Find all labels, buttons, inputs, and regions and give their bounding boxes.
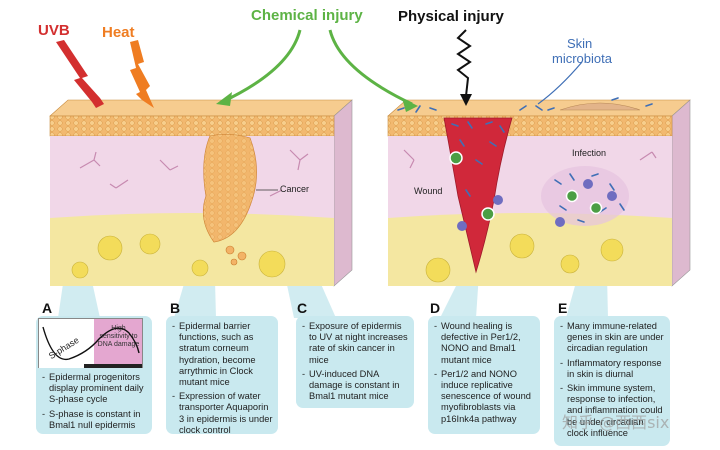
s-phase-curve — [42, 326, 140, 361]
infection-site — [541, 166, 629, 227]
panel-b: Epidermal barrier functions, such as str… — [166, 316, 278, 436]
uvb-label: UVB — [38, 22, 70, 39]
panel-letter-a: A — [42, 300, 53, 316]
left-skin-block — [49, 99, 353, 287]
panel-c: Exposure of epidermis to UV at night inc… — [296, 316, 414, 408]
immune-cells-wound — [449, 151, 503, 231]
panel-e: Many immune-related genes in skin are un… — [554, 316, 670, 446]
panel-e-item-3: Skin immune system, response to infectio… — [560, 383, 665, 439]
panel-letter-b: B — [170, 300, 181, 316]
wound-bacteria — [451, 121, 505, 197]
physical-injury-label: Physical injury — [398, 8, 504, 25]
uvb-zigzag-arrow — [56, 40, 104, 108]
heat-zigzag-arrow — [130, 40, 154, 108]
microbiota-label-line1: Skin — [567, 36, 593, 51]
panel-letter-e: E — [558, 300, 568, 316]
panel-b-item-2: Expression of water transporter Aquapori… — [172, 391, 273, 436]
dermal-fibroblasts — [79, 149, 309, 197]
heat-label: Heat — [102, 24, 135, 41]
chemical-arrows — [221, 29, 413, 106]
infection-label: Infection — [572, 148, 607, 158]
chemical-injury-label: Chemical injury — [251, 7, 363, 24]
panel-a-item-1: Epidermal progenitors display prominent … — [42, 372, 147, 406]
microbiota-pointer — [537, 61, 583, 105]
s-phase-graph: High sensitivity to DNA damage S-phase — [38, 318, 143, 368]
fat-cells — [71, 233, 286, 279]
panel-d: Wound healing is defective in Per1/2, NO… — [428, 316, 540, 434]
fat-cells-right — [425, 233, 624, 283]
dermal-fibroblasts-right — [403, 149, 657, 169]
panel-c-item-2: UV-induced DNA damage is constant in Bma… — [302, 369, 409, 403]
wound-label: Wound — [414, 186, 443, 196]
panel-letter-d: D — [430, 300, 441, 316]
watermark: 知乎 @西西six — [562, 413, 670, 432]
day-night-bar — [39, 364, 142, 368]
panel-letter-c: C — [297, 300, 308, 316]
cancer-label: Cancer — [280, 184, 310, 194]
panel-e-item-2: Inflammatory response in skin is diurnal — [560, 358, 665, 380]
panel-e-item-1: Many immune-related genes in skin are un… — [560, 321, 665, 355]
panel-a-item-2: S-phase is constant in Bmal1 null epider… — [42, 409, 147, 431]
skin-microbiota — [397, 97, 653, 113]
microbiota-label-line2: microbiota — [552, 51, 612, 66]
panel-d-item-1: Wound healing is defective in Per1/2, NO… — [434, 321, 535, 366]
panel-d-item-2: Per1/2 and NONO induce replicative senes… — [434, 369, 535, 425]
high-sensitivity-region — [94, 319, 142, 366]
panel-b-item-1: Epidermal barrier functions, such as str… — [172, 321, 273, 388]
panel-c-item-1: Exposure of epidermis to UV at night inc… — [302, 321, 409, 366]
physical-zigzag-arrow — [456, 29, 472, 106]
cancer-mass — [202, 134, 257, 266]
chemical-arrowheads — [216, 92, 418, 112]
right-skin-block — [387, 97, 691, 287]
